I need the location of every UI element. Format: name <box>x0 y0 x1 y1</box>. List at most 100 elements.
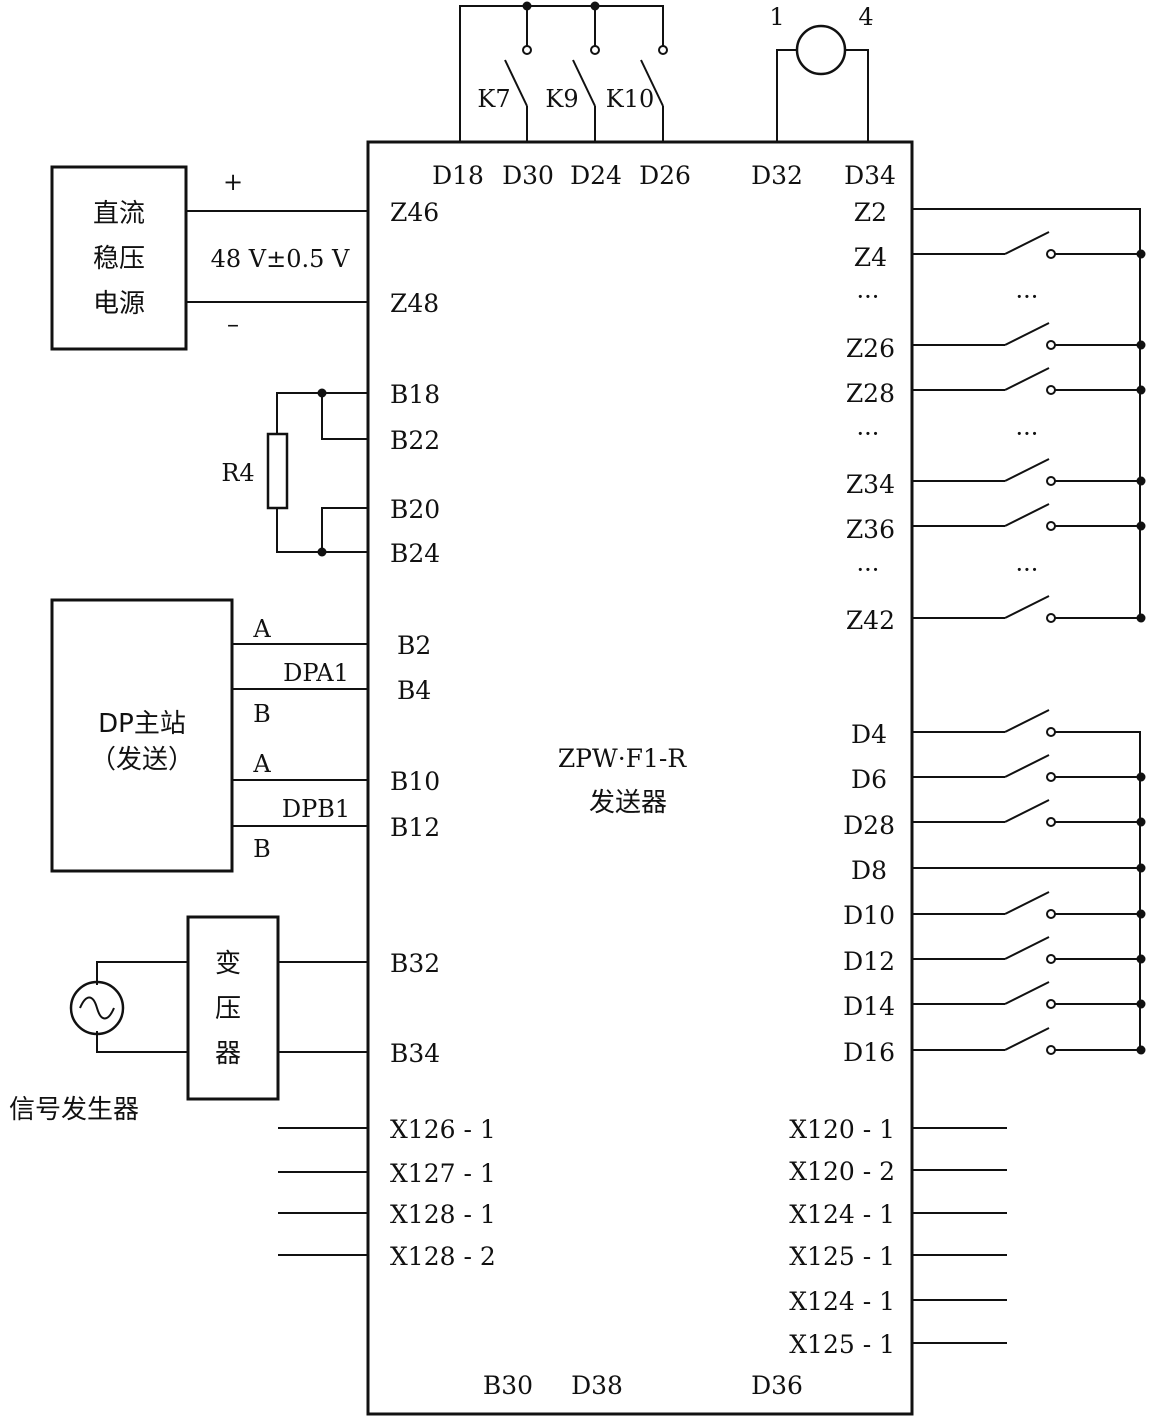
pin-x120-2: X120 - 2 <box>789 1157 895 1186</box>
pin-b22: B22 <box>390 426 440 455</box>
pin-z42: Z42 <box>846 606 895 635</box>
z-switch <box>912 595 1146 623</box>
pin-b32: B32 <box>390 949 440 978</box>
pin-d6: D6 <box>851 765 887 794</box>
z-switch <box>912 503 1146 531</box>
right-x-pins: X120 - 1 X120 - 2 X124 - 1 X125 - 1 X124… <box>789 1115 1007 1359</box>
dp-wire-b1: B <box>253 700 271 728</box>
switch-k10-label: K10 <box>606 85 654 113</box>
pin-b12: B12 <box>390 813 440 842</box>
switch-k9-label: K9 <box>545 85 578 113</box>
coil-terminal-4: 4 <box>858 3 873 31</box>
pin-z34: Z34 <box>846 470 895 499</box>
pin-z48: Z48 <box>390 289 439 318</box>
pin-b24: B24 <box>390 539 440 568</box>
power-supply-line2: 稳压 <box>93 244 145 274</box>
pin-d26: D26 <box>639 161 691 190</box>
power-supply-box <box>50 165 188 351</box>
power-supply-line3: 电源 <box>93 289 145 319</box>
signal-generator-symbol <box>69 961 188 1053</box>
pin-d16: D16 <box>843 1038 895 1067</box>
pin-b4: B4 <box>397 676 431 705</box>
transformer-box <box>186 915 280 1101</box>
transformer-char1: 变 <box>215 949 241 979</box>
d-switch <box>912 981 1146 1009</box>
pin-b34: B34 <box>390 1039 440 1068</box>
voltage-label: 48 V±0.5 V <box>211 245 350 273</box>
junction-dot <box>317 547 327 557</box>
dp-wire-a1: A <box>252 615 271 643</box>
transformer-char2: 压 <box>215 994 241 1024</box>
z-ellipsis-3: ··· <box>857 556 880 584</box>
pin-b2: B2 <box>397 631 431 660</box>
dp-master-box <box>50 598 234 873</box>
junction-dot <box>317 388 327 398</box>
pin-x124-1: X124 - 1 <box>789 1200 895 1229</box>
switch-ellipsis-3: ··· <box>1016 556 1039 584</box>
transmitter-name: 发送器 <box>589 788 667 818</box>
resistor-network <box>266 388 368 557</box>
z-switch <box>912 322 1146 350</box>
z-switch <box>912 367 1146 395</box>
pin-x128-1: X128 - 1 <box>390 1200 496 1229</box>
d-switch-bank <box>912 709 1146 1055</box>
pin-d18: D18 <box>432 161 484 190</box>
pin-b20: B20 <box>390 495 440 524</box>
z-ellipsis-2: ··· <box>857 420 880 448</box>
d-switch <box>912 1027 1146 1055</box>
transformer-char3: 器 <box>215 1039 241 1069</box>
coil-terminal-1: 1 <box>769 3 784 31</box>
pin-x128-2: X128 - 2 <box>390 1242 496 1271</box>
switch-k7-label: K7 <box>477 85 510 113</box>
pin-d10: D10 <box>843 901 895 930</box>
pin-d24: D24 <box>570 161 622 190</box>
coil-symbol <box>776 24 869 142</box>
pin-d28: D28 <box>843 811 895 840</box>
pin-z36: Z36 <box>846 515 895 544</box>
z-switch-bank <box>912 208 1146 623</box>
junction-dot <box>590 1 600 11</box>
top-switch-network <box>459 1 668 142</box>
pin-d38: D38 <box>571 1371 623 1400</box>
resistor-r4-label: R4 <box>221 459 254 487</box>
pin-d4: D4 <box>851 720 887 749</box>
switch-ellipsis-1: ··· <box>1016 283 1039 311</box>
pin-d36: D36 <box>751 1371 803 1400</box>
top-pin-labels: D18 D30 D24 D26 D32 D34 <box>432 161 896 190</box>
pin-d32: D32 <box>751 161 803 190</box>
z-switch <box>912 231 1146 259</box>
plus-sign: + <box>223 168 243 196</box>
switch-ellipsis-2: ··· <box>1016 420 1039 448</box>
signal-generator-label: 信号发生器 <box>9 1095 139 1125</box>
d-switch <box>912 936 1146 964</box>
pin-z46: Z46 <box>390 198 439 227</box>
dp-master-line2: （发送） <box>90 745 194 775</box>
pin-x126-1: X126 - 1 <box>390 1115 496 1144</box>
pin-z26: Z26 <box>846 334 895 363</box>
d-switch <box>912 709 1056 737</box>
junction-dot <box>522 1 532 11</box>
pin-x127-1: X127 - 1 <box>390 1159 496 1188</box>
pin-z28: Z28 <box>846 379 895 408</box>
d-switch <box>912 891 1146 919</box>
pin-b30: B30 <box>483 1371 533 1400</box>
pin-d30: D30 <box>502 161 554 190</box>
bus-dpa1-label: DPA1 <box>283 659 349 687</box>
pin-d12: D12 <box>843 947 895 976</box>
z-ellipsis-1: ··· <box>857 283 880 311</box>
pin-z2: Z2 <box>854 198 887 227</box>
dp-wire-b2: B <box>253 835 271 863</box>
z-switch <box>912 458 1146 486</box>
transmitter-model: ZPW·F1-R <box>558 744 688 773</box>
pin-x125-1-b: X125 - 1 <box>789 1330 895 1359</box>
pin-d34: D34 <box>844 161 896 190</box>
d-switch <box>912 799 1146 827</box>
pin-z4: Z4 <box>854 243 887 272</box>
pin-x125-1: X125 - 1 <box>789 1242 895 1271</box>
pin-d8: D8 <box>851 856 887 885</box>
right-z-pin-labels: Z2 Z4 ··· Z26 Z28 ··· Z34 Z36 ··· Z42 <box>846 198 895 635</box>
left-x-pins: X126 - 1 X127 - 1 X128 - 1 X128 - 2 <box>278 1115 496 1271</box>
dp-wire-a2: A <box>252 750 271 778</box>
d8-direct-wire <box>912 863 1146 873</box>
